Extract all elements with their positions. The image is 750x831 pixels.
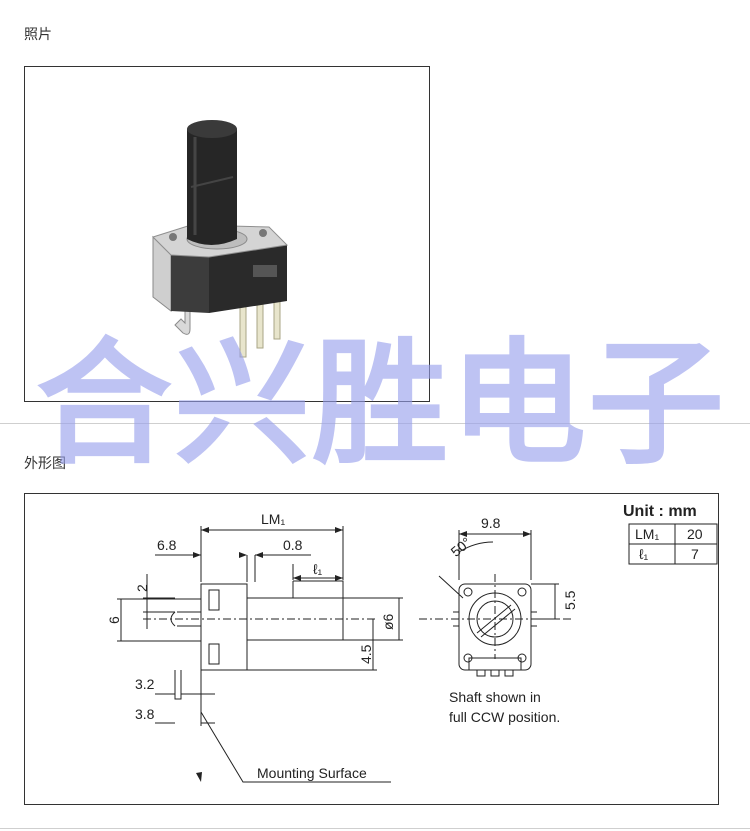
table-value-l1: 7: [691, 546, 699, 562]
table-value-lm1: 20: [687, 526, 703, 542]
dim-6: 6: [106, 616, 122, 624]
dim-4-5: 4.5: [358, 644, 374, 664]
dim-50-deg: 50°: [448, 534, 475, 560]
dim-3-2: 3.2: [135, 676, 155, 692]
dim-phi6: ø6: [380, 613, 396, 630]
divider-top: [0, 423, 750, 424]
potentiometer-photo: [152, 120, 289, 358]
body-outline: [200, 583, 248, 671]
dim-3-8: 3.8: [135, 706, 155, 722]
divider-bottom: [0, 828, 750, 829]
shaft-tab: [293, 580, 344, 598]
dim-6-8: 6.8: [157, 537, 177, 553]
mounting-terminal: [174, 670, 182, 700]
caption-line-1: Shaft shown in: [449, 689, 541, 705]
dimension-drawing: LM₁ 6.8 0.8 ℓ₁ 2 6 ø6 4.5 3.2 3.8 Mounti…: [106, 503, 718, 783]
dim-l1: ℓ₁: [313, 561, 323, 577]
dim-9-8: 9.8: [481, 515, 501, 531]
dim-5-5: 5.5: [562, 590, 578, 610]
table-label-l1: ℓ₁: [639, 546, 649, 562]
table-label-lm1: LM₁: [635, 526, 659, 542]
dim-2: 2: [134, 584, 150, 592]
dim-lm1: LM₁: [261, 511, 285, 527]
section-title-photo: 照片: [24, 27, 52, 43]
dimension-drawing-frame: LM₁ 6.8 0.8 ℓ₁ 2 6 ø6 4.5 3.2 3.8 Mounti…: [24, 493, 719, 805]
section-title-drawing: 外形图: [24, 456, 66, 472]
dim-0-8: 0.8: [283, 537, 303, 553]
caption-line-2: full CCW position.: [449, 709, 560, 725]
unit-label: Unit : mm: [623, 503, 697, 520]
mounting-surface-label: Mounting Surface: [257, 765, 367, 781]
product-photo-frame: [24, 66, 430, 402]
